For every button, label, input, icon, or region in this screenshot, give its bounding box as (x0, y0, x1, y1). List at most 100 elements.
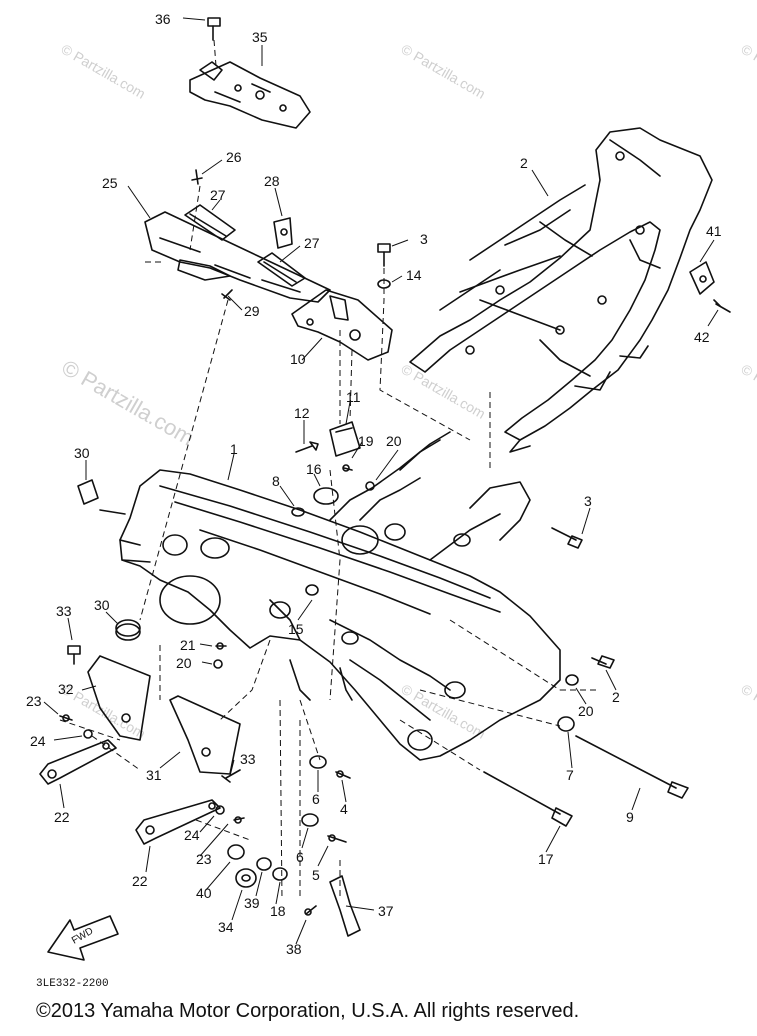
callout-label: 35 (252, 29, 268, 45)
callout-label: 30 (74, 445, 90, 461)
callout-label: 26 (226, 149, 242, 165)
callout-label: 21 (180, 637, 196, 653)
collar-part-6-lower (301, 813, 319, 827)
block-part-11 (329, 421, 361, 457)
callout-label: 32 (58, 681, 74, 697)
washer-part-24-lower (215, 805, 225, 815)
bolt-part-3-right (551, 527, 583, 549)
callout-label: 33 (56, 603, 72, 619)
bolt-part-4 (335, 770, 351, 779)
plate-part-32 (87, 655, 151, 741)
callout-label: 12 (294, 405, 310, 421)
callout-label: 10 (290, 351, 306, 367)
bolt-part-17 (483, 771, 573, 827)
clip-part-28 (273, 217, 293, 249)
callout-label: 23 (196, 851, 212, 867)
bolt-part-21 (215, 642, 227, 650)
callout-label: 27 (304, 235, 320, 251)
callout-label: 6 (296, 849, 304, 865)
screw-part-38 (304, 905, 317, 916)
bolt-part-19 (342, 464, 353, 472)
fwd-arrow-icon (47, 915, 119, 961)
bolt-part-33-lower (221, 769, 241, 783)
callout-label: 27 (210, 187, 226, 203)
bolt-part-3-upper (377, 243, 391, 267)
washer-part-24-upper (83, 729, 93, 739)
callout-label: 22 (54, 809, 70, 825)
callout-label: 38 (286, 941, 302, 957)
copyright-notice: ©2013 Yamaha Motor Corporation, U.S.A. A… (36, 1000, 580, 1022)
callout-label: 5 (312, 867, 320, 883)
nut-part-20-right (565, 674, 579, 686)
callout-label: 1 (230, 441, 238, 457)
callout-label: 23 (26, 693, 42, 709)
callout-label: 20 (176, 655, 192, 671)
callout-label: 30 (94, 597, 110, 613)
bracket-part-10 (291, 289, 393, 361)
callout-label: 25 (102, 175, 118, 191)
callout-label: 4 (340, 801, 348, 817)
callout-label: 22 (132, 873, 148, 889)
washer-part-8 (291, 507, 305, 517)
washer-part-39 (256, 857, 272, 871)
watermark-layer: © Partzilla.com © Partzilla.com © Partzi… (58, 41, 757, 742)
collar-part-7 (557, 716, 575, 732)
callout-label: 39 (244, 895, 260, 911)
callout-label: 16 (306, 461, 322, 477)
bolt-part-9 (575, 735, 689, 799)
callout-layer: 36 35 26 25 27 28 27 3 14 29 10 11 12 19… (26, 11, 722, 957)
watermark-small: © Partzilla.com (399, 41, 489, 102)
bolt-part-5 (327, 834, 347, 843)
subframe-part-2 (409, 127, 713, 453)
bracket-part-37 (329, 875, 361, 937)
watermark-small: © Partzilla.com (399, 361, 489, 422)
callout-label: 9 (626, 809, 634, 825)
plate-part-31 (169, 695, 241, 775)
callout-label: 11 (346, 389, 361, 405)
bushing-part-34 (235, 868, 257, 888)
callout-label: 41 (706, 223, 722, 239)
callout-label: 8 (272, 473, 280, 489)
bolt-part-2-right (591, 655, 615, 669)
screw-part-29 (221, 289, 233, 301)
bolt-part-36 (207, 17, 221, 41)
guide-lines (59, 39, 600, 901)
bolt-part-33-upper (67, 645, 81, 665)
watermark-small: © Partzilla.com (59, 41, 149, 102)
nut-part-18 (272, 867, 288, 881)
bolt-part-42 (713, 299, 731, 313)
callout-label: 7 (566, 767, 574, 783)
collar-part-40 (227, 844, 245, 860)
collar-part-6-upper (309, 755, 327, 769)
callout-label: 20 (386, 433, 402, 449)
stay-part-22-lower (135, 799, 221, 845)
bolt-part-23-lower (233, 816, 245, 824)
stay-part-22-upper (39, 739, 117, 785)
bracket-part-35 (189, 61, 311, 129)
callout-label: 14 (406, 267, 422, 283)
callout-label: 31 (146, 767, 162, 783)
grommet-part-16 (313, 487, 339, 505)
watermark-large: © Partzilla.com (58, 355, 199, 451)
drawing-code: 3LE332-2200 (36, 978, 109, 990)
nut-part-20-mid (213, 659, 223, 669)
callout-label: 3 (584, 493, 592, 509)
callout-label: 29 (244, 303, 260, 319)
bolt-part-23-upper (59, 714, 73, 722)
callout-label: 2 (612, 689, 620, 705)
watermark-small: © Partzilla.com (739, 361, 757, 422)
damper-part-27a (184, 204, 236, 241)
callout-label: 24 (30, 733, 46, 749)
callout-label: 28 (264, 173, 280, 189)
callout-label: 3 (420, 231, 428, 247)
callout-label: 2 (520, 155, 528, 171)
grommet-part-41 (689, 261, 715, 295)
callout-label: 6 (312, 791, 320, 807)
plate-part-25 (144, 211, 331, 303)
main-frame-part-1 (99, 431, 561, 761)
callout-label: 24 (184, 827, 200, 843)
callout-label: 34 (218, 919, 234, 935)
leader-lines (43, 17, 719, 945)
callout-label: 37 (378, 903, 394, 919)
damper-part-30-upper (77, 479, 99, 505)
